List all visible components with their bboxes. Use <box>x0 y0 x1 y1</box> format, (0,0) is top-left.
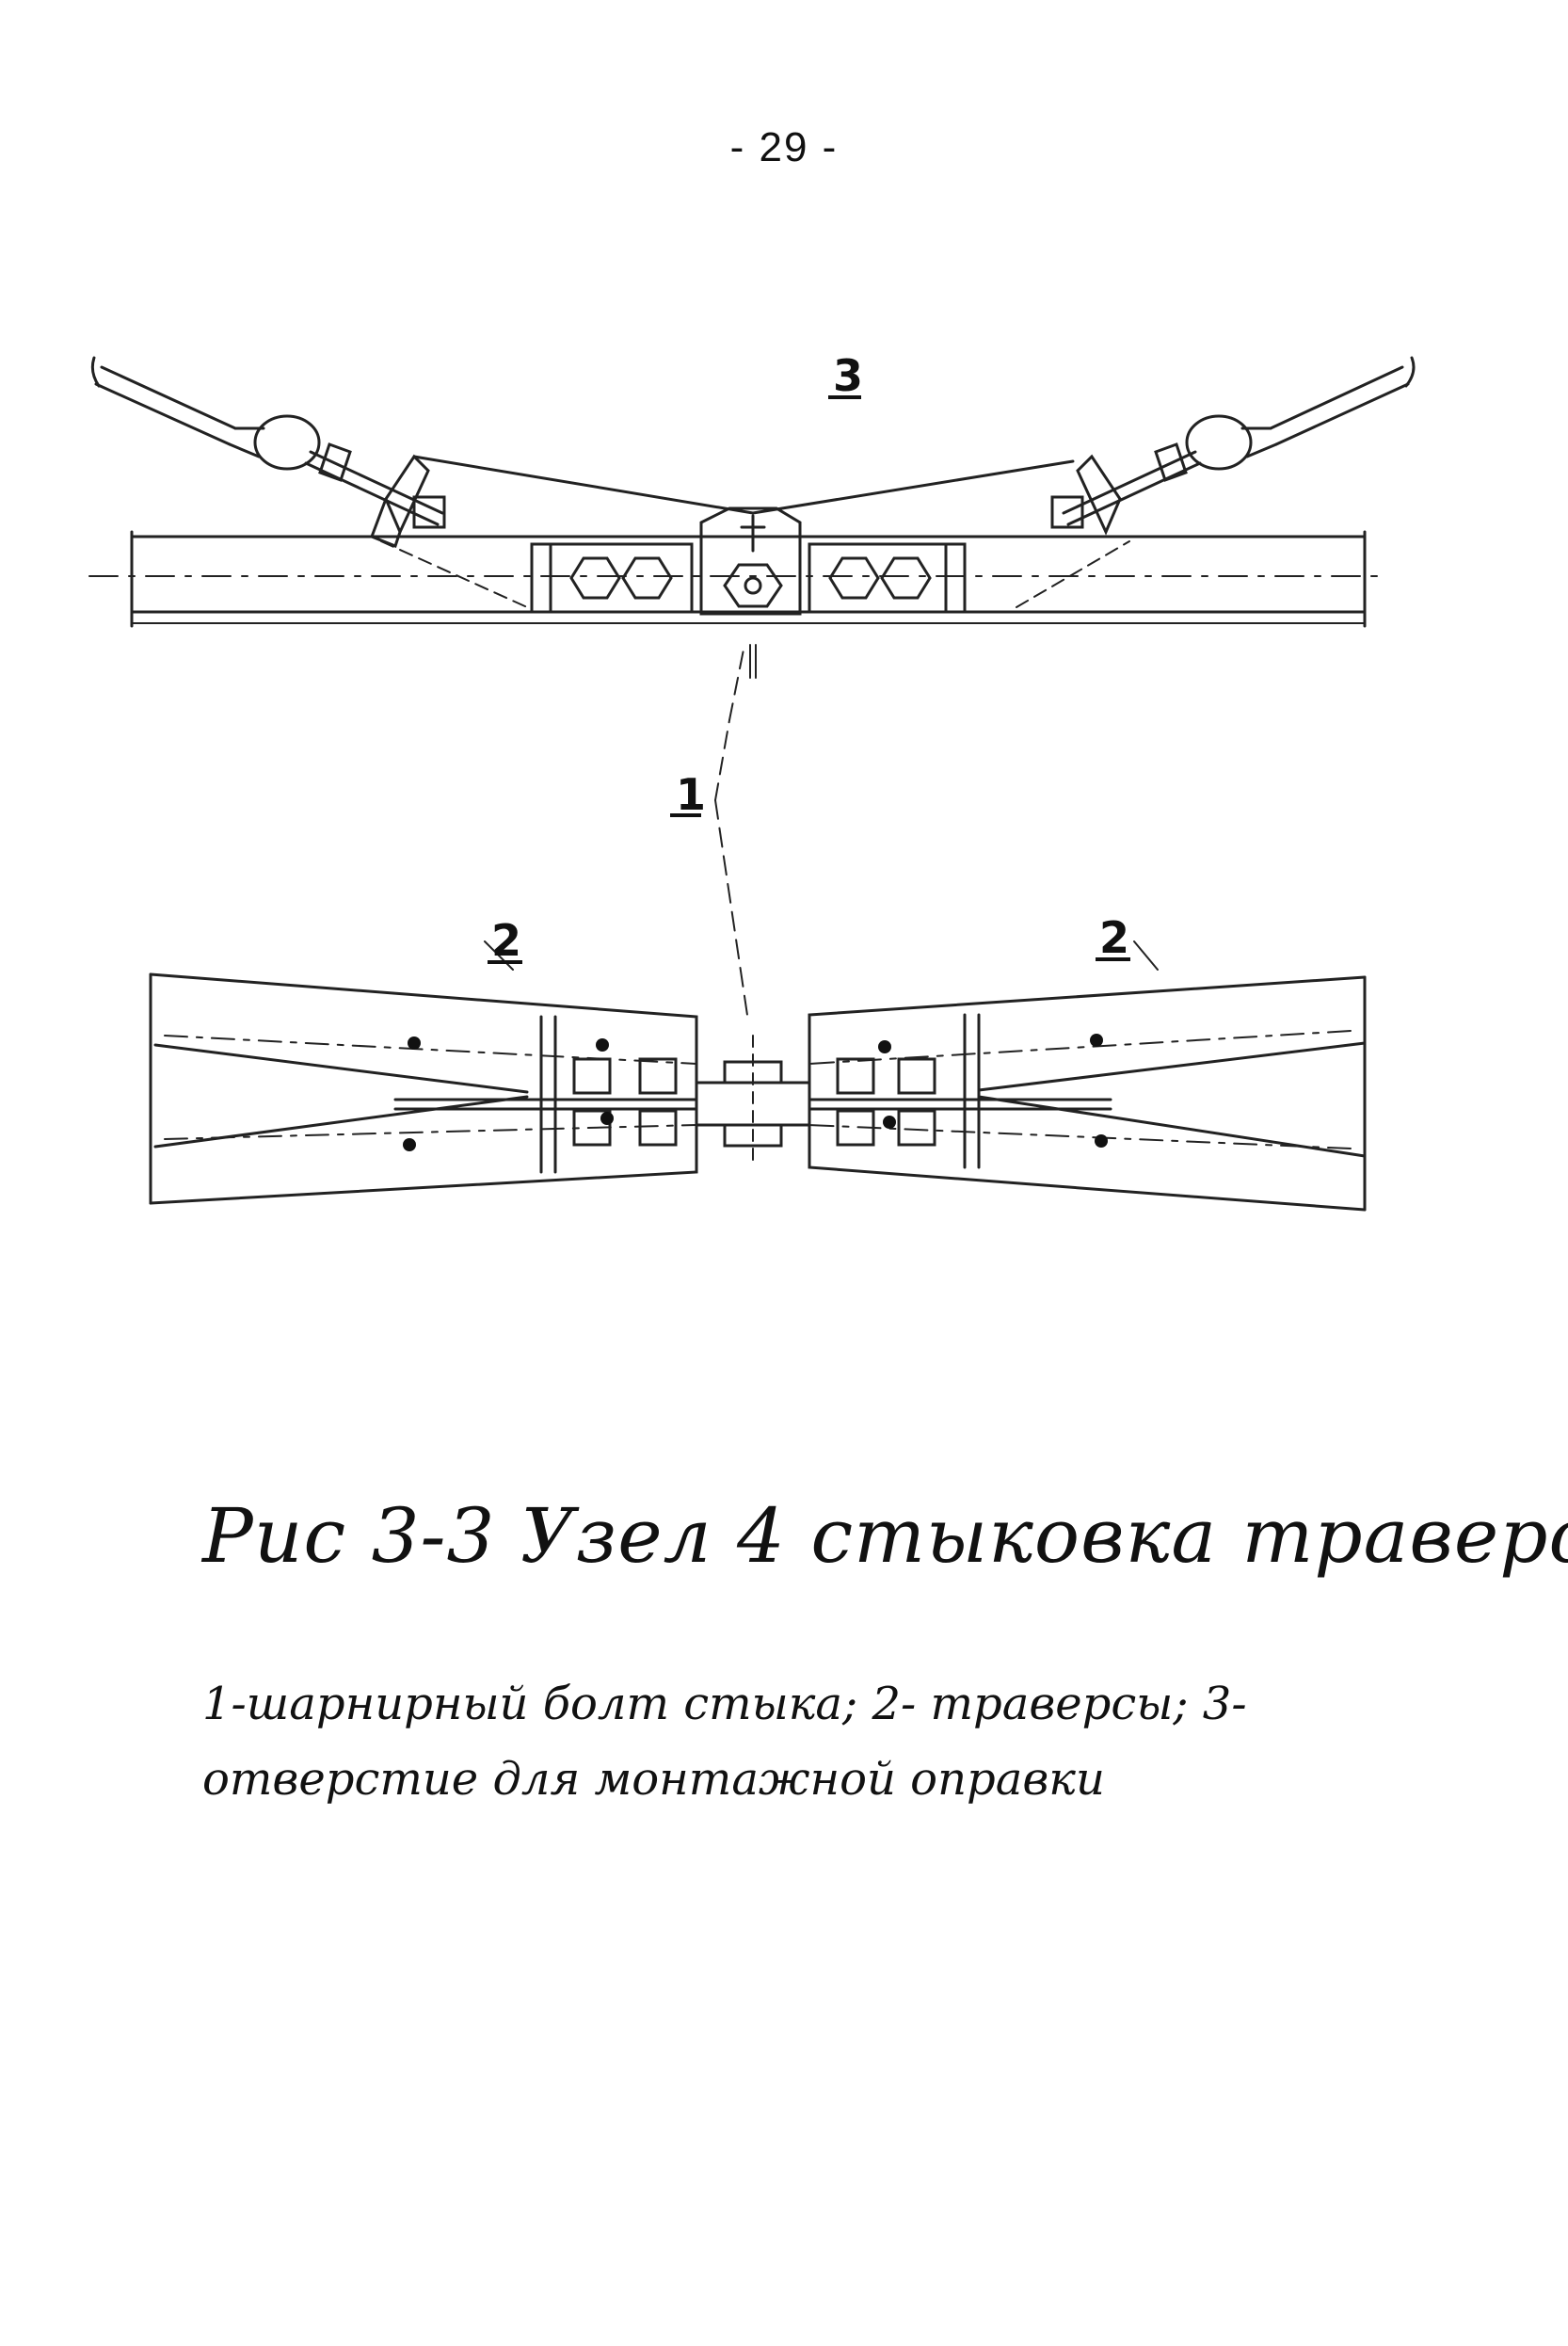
leader-lines <box>484 649 1159 1022</box>
label-traverse-right: 2 <box>1099 912 1129 963</box>
label-hinge-bolt: 1 <box>676 769 706 820</box>
right-turnbuckle <box>1050 356 1416 536</box>
left-turnbuckle <box>90 356 446 548</box>
top-view-joint-plates <box>530 542 967 614</box>
top-view-beam <box>88 530 1384 628</box>
figure-caption: Рис 3-3 Узел 4 стыковка траверс <box>202 1492 1568 1580</box>
hinge-bolt-top <box>699 506 802 679</box>
figure-legend: 1-шарнирный болт стыка; 2- траверсы; 3-о… <box>202 1678 1247 1806</box>
page-number: - 29 - <box>729 124 839 170</box>
label-mounting-hole: 3 <box>833 350 863 401</box>
suspension-cables <box>412 455 1075 515</box>
plan-right-traverse <box>808 975 1367 1212</box>
label-traverse-left: 2 <box>491 915 521 966</box>
plan-hinge-bolt <box>695 1035 811 1168</box>
rivet-holes <box>403 1034 1108 1151</box>
plan-left-traverse <box>149 972 698 1205</box>
